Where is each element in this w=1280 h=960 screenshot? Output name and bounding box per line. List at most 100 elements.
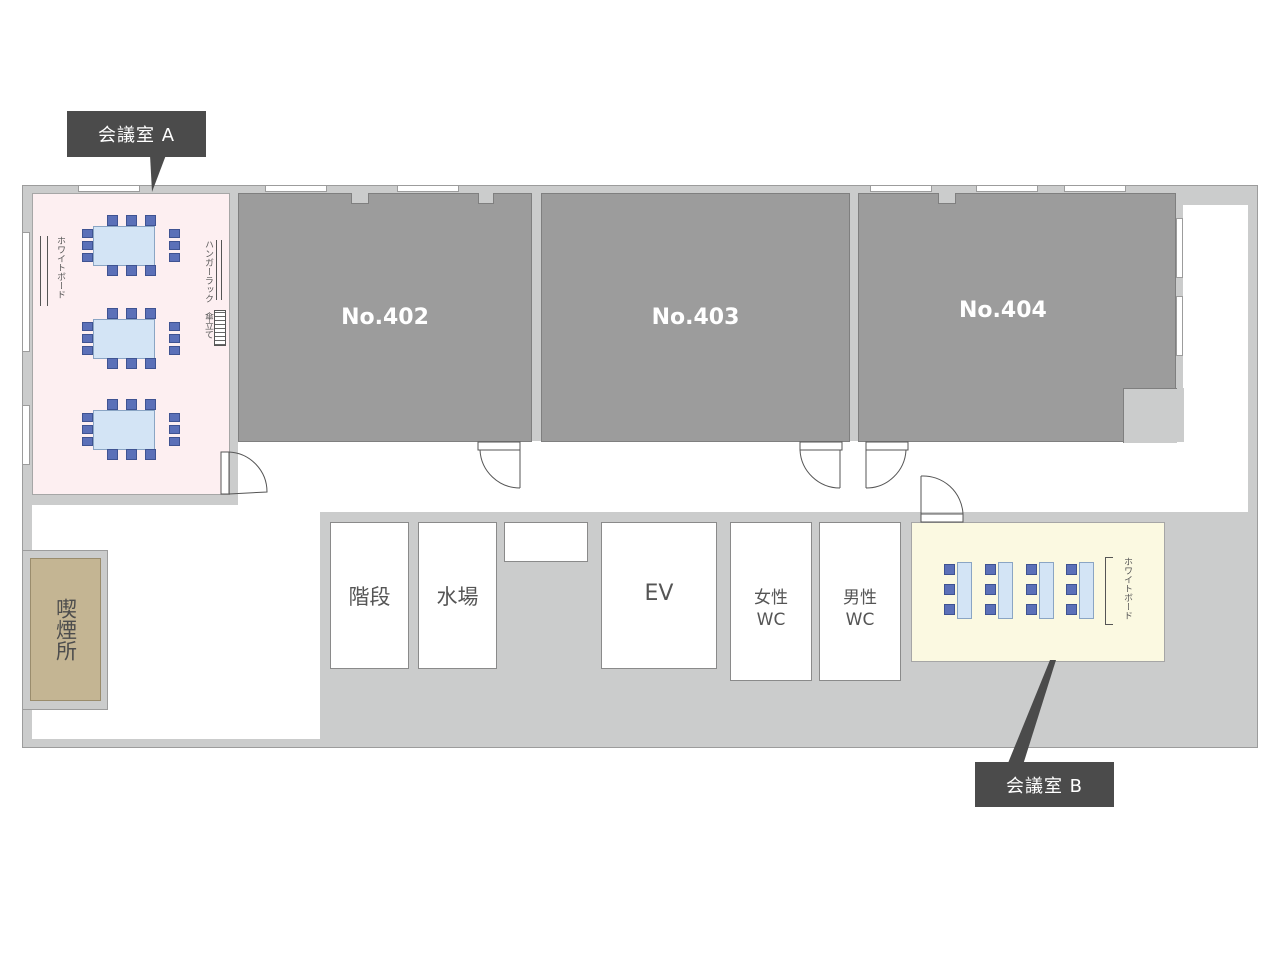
chair [82,437,93,446]
window [976,185,1038,192]
office-402[interactable]: No.402 [238,193,532,442]
womens-wc-label-2: WC [756,610,786,630]
chair [107,308,118,319]
table [93,410,155,450]
kitchen[interactable]: 水場 [418,522,497,669]
chair [1026,564,1037,575]
chair [1026,584,1037,595]
mens-wc-label-2: WC [845,610,875,630]
chair [145,265,156,276]
womens-wc-label-1: 女性 [754,588,788,608]
chair [126,308,137,319]
office-403-label: No.403 [651,305,740,330]
pillar [351,193,369,204]
chair [169,322,180,331]
chair [169,437,180,446]
storage-box [504,522,588,562]
chair [82,413,93,422]
chair [82,241,93,250]
chair [985,564,996,575]
chair [1066,604,1077,615]
desk [1079,562,1094,619]
chair [126,265,137,276]
stairs[interactable]: 階段 [330,522,409,669]
pillar [938,193,956,204]
mens-wc-label-1: 男性 [843,588,877,608]
callout-b-label: 会議室 B [1005,775,1084,797]
chair [145,358,156,369]
office-402-label: No.402 [341,305,429,330]
corridor-mid-link [238,490,320,512]
callout-a-label: 会議室 A [97,125,176,146]
table [93,319,155,359]
chair [169,253,180,262]
office-404-label: No.404 [959,298,1047,323]
hanger-rack-bar [216,240,222,300]
chair [107,265,118,276]
chair [169,413,180,422]
mens-wc[interactable]: 男性 WC [819,522,901,681]
chair [145,215,156,226]
chair [985,584,996,595]
window [78,185,140,192]
callout-a-pointer [150,155,166,192]
chair [126,449,137,460]
chair [145,449,156,460]
umbrella-stand [214,310,226,346]
window [1176,218,1183,278]
smoking-room-label: 喫煙所 [53,598,78,661]
chair [145,308,156,319]
window [870,185,932,192]
chair [944,584,955,595]
chair [107,358,118,369]
chair [126,215,137,226]
chair [82,253,93,262]
callout-b-pointer [1006,660,1056,768]
chair [107,215,118,226]
window [22,405,30,465]
callout-meeting-room-a: 会議室 A [67,111,206,157]
office-404-notch [1123,388,1177,443]
chair [944,564,955,575]
umbrella-stand-label: 傘立て [203,312,213,339]
chair [169,346,180,355]
chair [126,358,137,369]
chair [985,604,996,615]
callout-meeting-room-b: 会議室 B [975,762,1114,807]
whiteboard-b-bar [1105,557,1113,625]
chair [944,604,955,615]
desk [998,562,1013,619]
chair [1066,584,1077,595]
chair [169,229,180,238]
chair [82,322,93,331]
womens-wc[interactable]: 女性 WC [730,522,812,681]
elevator[interactable]: EV [601,522,717,669]
smoking-room[interactable]: 喫煙所 [30,558,101,701]
chair [107,449,118,460]
window [1064,185,1126,192]
chair [82,346,93,355]
stairs-label: 階段 [348,585,391,609]
chair [169,425,180,434]
table [93,226,155,266]
window [265,185,327,192]
chair [1026,604,1037,615]
chair [82,425,93,434]
corridor-right [1183,205,1248,512]
chair [107,399,118,410]
desk [1039,562,1054,619]
desk [957,562,972,619]
chair [126,399,137,410]
window [22,232,30,352]
chair [145,399,156,410]
office-403[interactable]: No.403 [541,193,850,442]
chair [169,241,180,250]
chair [169,334,180,343]
window [397,185,459,192]
chair [82,334,93,343]
corridor-right-bottom [900,490,1248,512]
window [1176,296,1183,356]
meeting-room-a[interactable] [32,193,230,495]
hanger-rack-label: ハンガーラック [203,240,213,303]
kitchen-label: 水場 [436,585,479,609]
